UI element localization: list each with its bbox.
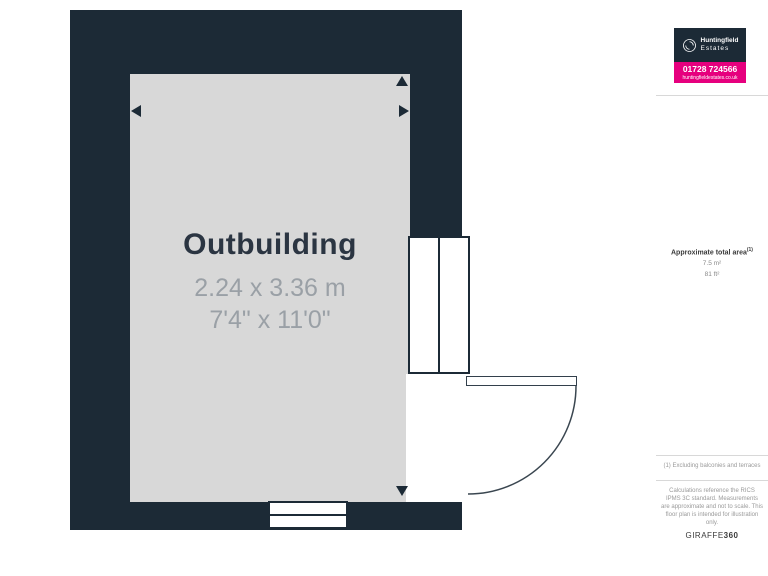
sidebar-divider-middle — [656, 455, 768, 456]
agency-logo: Huntingfield Estates 01728 724566 huntin… — [674, 28, 746, 83]
door-opening — [406, 374, 470, 502]
door-swing-arc — [467, 385, 577, 495]
giraffe360-brand: GIRAFFE360 — [656, 531, 768, 540]
dimension-arrow-right-icon — [399, 105, 409, 117]
agency-name-line2: Estates — [700, 45, 730, 52]
area-footnote: (1) Excluding balconies and terraces — [663, 463, 761, 469]
agency-name: Huntingfield Estates — [701, 37, 739, 53]
agency-website: huntingfieldestates.co.uk — [674, 75, 746, 83]
agency-logo-top: Huntingfield Estates — [674, 28, 746, 62]
window-bottom — [268, 501, 348, 529]
total-area-block: Approximate total area(1) 7.5 m² 81 ft² — [656, 247, 768, 278]
agency-phone: 01728 724566 — [674, 62, 746, 75]
room-floor — [130, 74, 410, 502]
room-label-block: Outbuilding 2.24 x 3.36 m 7'4" x 11'0" — [130, 228, 410, 336]
room-dimensions-metric: 2.24 x 3.36 m — [194, 274, 346, 302]
room-dimensions-imperial: 7'4" x 11'0" — [209, 306, 331, 334]
total-area-imperial: 81 ft² — [704, 271, 720, 279]
window-mullion — [438, 238, 440, 372]
window-rail — [270, 514, 346, 516]
swirl-icon — [682, 38, 696, 52]
room-name: Outbuilding — [183, 228, 357, 261]
door-leaf — [466, 376, 577, 386]
total-area-title-text: Approximate total area — [671, 249, 747, 257]
dimension-arrow-down-icon — [396, 486, 408, 496]
brand-name: GIRAFFE — [685, 531, 724, 540]
agency-name-line1: Huntingfield — [700, 37, 739, 44]
brand-number: 360 — [723, 531, 739, 540]
disclaimer-text: Calculations reference the RICS IPMS 3C … — [661, 488, 763, 526]
total-area-superscript: (1) — [746, 247, 753, 253]
sidebar-divider-bottom — [656, 480, 768, 481]
window-right — [408, 236, 470, 374]
dimension-arrow-up-icon — [396, 76, 408, 86]
dimension-arrow-left-icon — [131, 105, 141, 117]
sidebar-divider-top — [656, 95, 768, 96]
total-area-metric: 7.5 m² — [702, 260, 722, 268]
total-area-title: Approximate total area(1) — [656, 247, 768, 256]
